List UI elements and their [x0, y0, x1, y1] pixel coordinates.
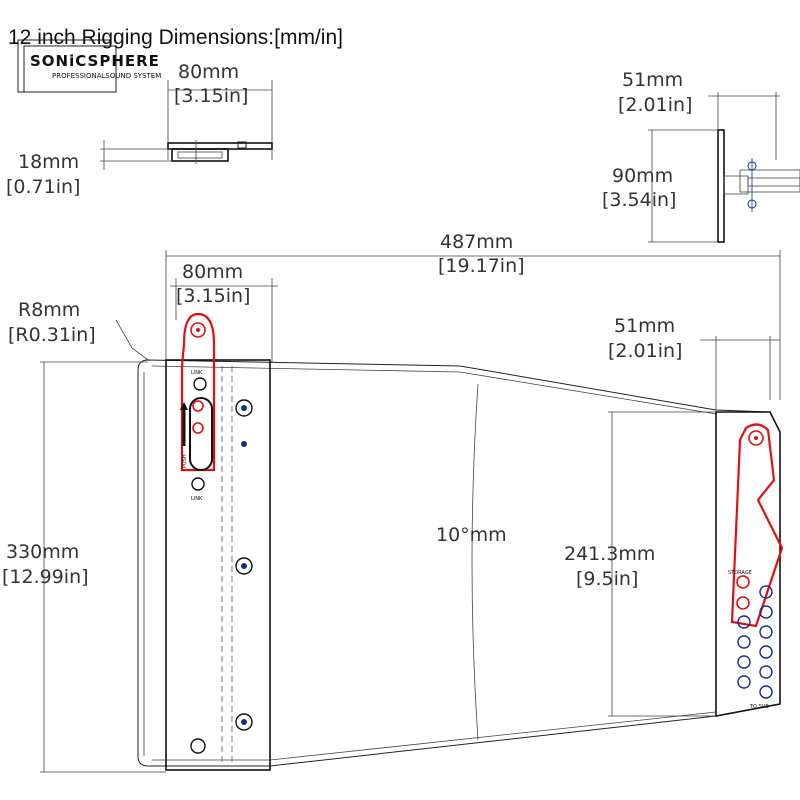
- logo-tagline: PROFESSIONALSOUND SYSTEM: [52, 72, 161, 80]
- page-title: 12 inch Rigging Dimensions:[mm/in]: [8, 26, 343, 49]
- top-width-in: [3.15in]: [174, 85, 248, 107]
- rear-bracket-depth-dimension: [700, 336, 780, 410]
- top-view-bracket: [100, 80, 273, 170]
- corner-radius-mm: R8mm: [18, 299, 80, 321]
- mounting-hole: [235, 399, 253, 417]
- rear-height-in: [9.5in]: [576, 568, 638, 590]
- mounting-hole: [235, 713, 253, 731]
- logo-name: SONiCSPHERE: [30, 52, 160, 70]
- front-bracket-width-in: [3.15in]: [176, 285, 250, 307]
- mounting-hole: [235, 557, 253, 575]
- front-rigging-bracket: LINK PUSH LINK: [165, 312, 271, 771]
- corner-radius-in: [R0.31in]: [8, 324, 96, 346]
- angle-label: 10°mm: [436, 524, 507, 546]
- rear-bracket-depth-mm: 51mm: [614, 315, 675, 337]
- top-thickness-mm: 18mm: [18, 151, 79, 173]
- front-bracket-width-dimension: [170, 278, 278, 362]
- cabinet-outline: [137, 359, 781, 767]
- to-sub-label: TO SUB: [749, 704, 769, 710]
- corner-radius-leader: [115, 319, 149, 361]
- side-height-in: [3.54in]: [602, 189, 676, 211]
- overall-length-in: [19.17in]: [438, 255, 525, 277]
- top-width-mm: 80mm: [178, 61, 239, 83]
- rear-height-dimension: [608, 411, 716, 717]
- overall-height-in: [12.99in]: [2, 566, 89, 588]
- side-view-bracket: [648, 92, 800, 243]
- link-top-label: LINK: [191, 370, 203, 376]
- side-height-mm: 90mm: [612, 165, 673, 187]
- storage-label: STORAGE: [728, 570, 752, 576]
- rear-bracket-depth-in: [2.01in]: [608, 340, 682, 362]
- front-bracket-width-mm: 80mm: [182, 261, 243, 283]
- rear-hole-grid: [737, 585, 773, 699]
- top-thickness-in: [0.71in]: [6, 176, 80, 198]
- side-depth-mm: 51mm: [622, 69, 683, 91]
- brand-logo: SONiCSPHERE PROFESSIONALSOUND SYSTEM: [17, 39, 161, 93]
- overall-height-dimension: [40, 361, 166, 773]
- side-depth-in: [2.01in]: [618, 94, 692, 116]
- rear-rigging-bracket: STORAGE TO SUB: [715, 411, 784, 717]
- overall-length-mm: 487mm: [440, 231, 513, 253]
- rear-height-mm: 241.3mm: [564, 543, 655, 565]
- link-bottom-label: LINK: [191, 496, 203, 502]
- overall-length-dimension: [165, 250, 781, 400]
- push-label: PUSH: [182, 454, 188, 468]
- overall-height-mm: 330mm: [6, 541, 79, 563]
